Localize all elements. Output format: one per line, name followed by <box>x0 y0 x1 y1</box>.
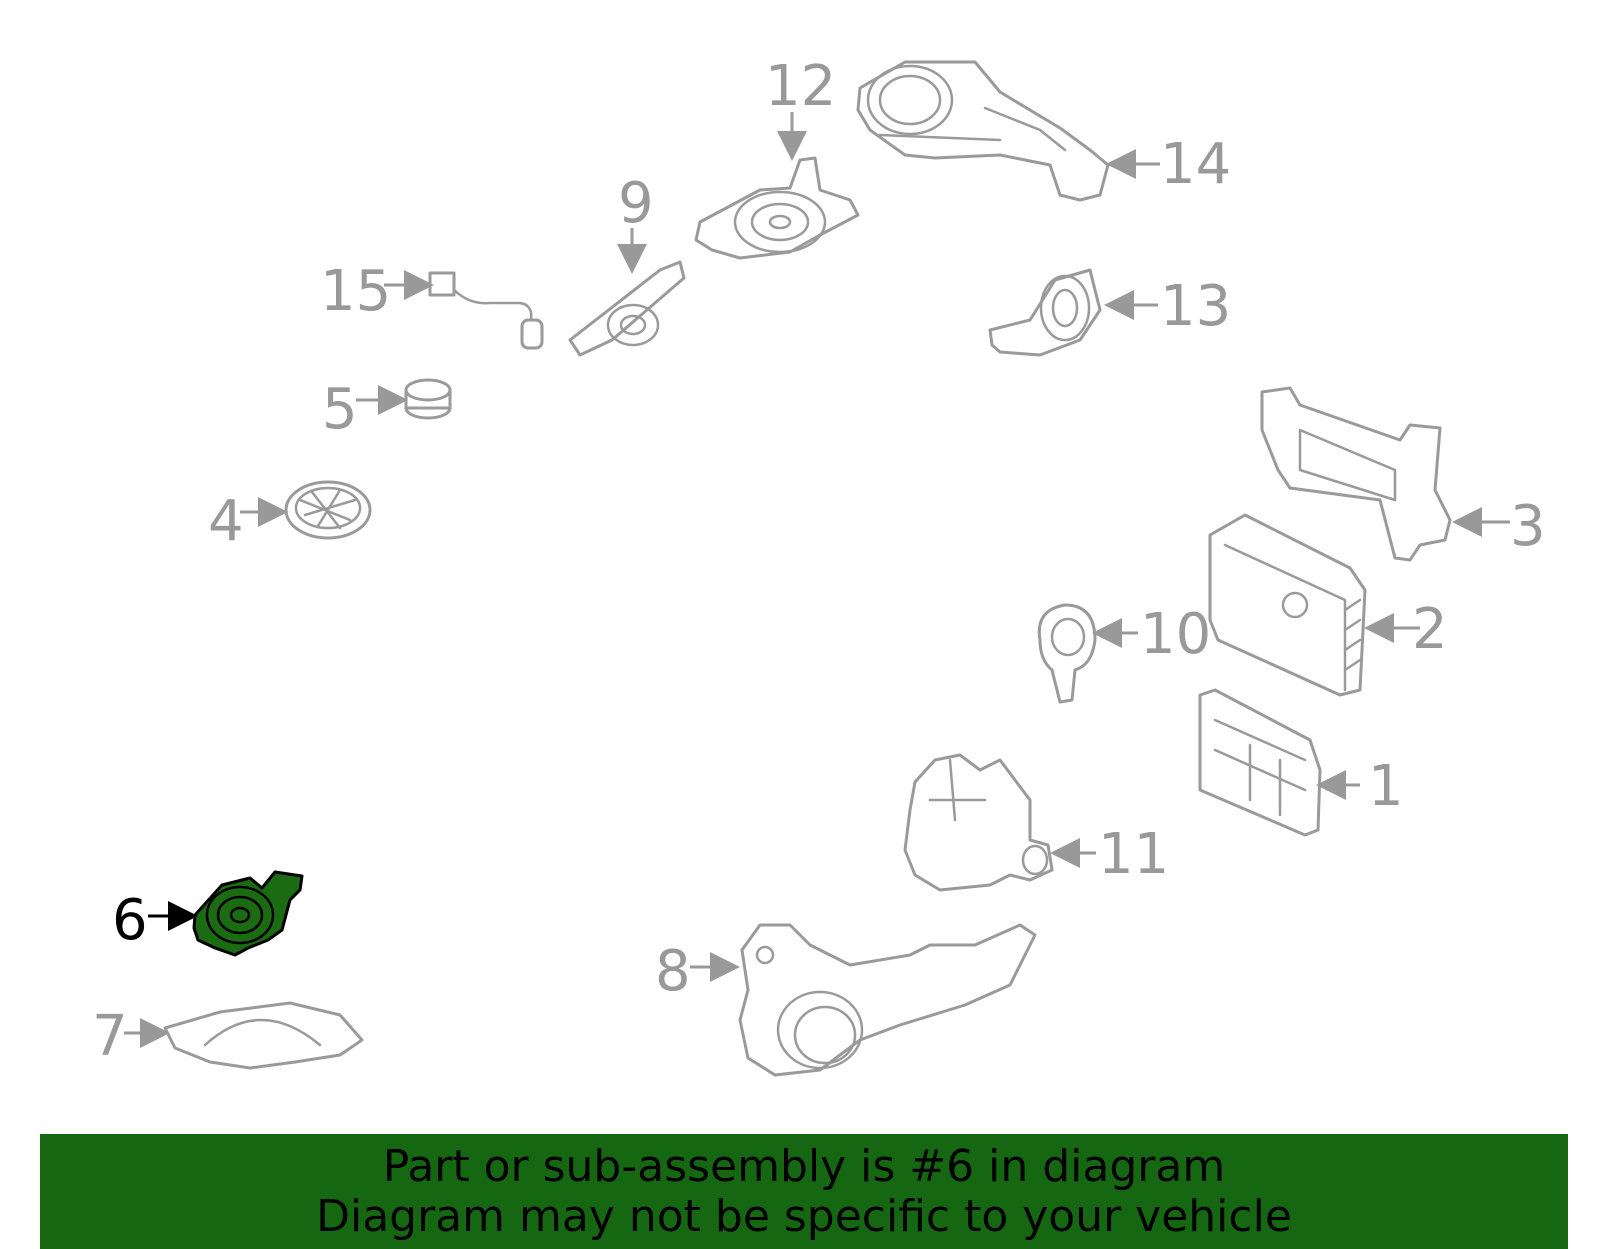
banner-line-disclaimer: Diagram may not be specific to your vehi… <box>316 1190 1292 1242</box>
callout-2[interactable]: 2 <box>1412 597 1448 662</box>
callout-13[interactable]: 13 <box>1160 274 1231 339</box>
info-banner: Part or sub-assembly is #6 in diagram Di… <box>40 1134 1568 1249</box>
part-10-sensor[interactable] <box>1037 603 1097 704</box>
part-4-speaker-grille[interactable] <box>284 480 372 540</box>
callout-6[interactable]: 6 <box>112 888 148 953</box>
part-5-ring[interactable] <box>404 378 452 420</box>
part-13-speaker[interactable] <box>988 268 1102 357</box>
callout-7[interactable]: 7 <box>92 1004 128 1069</box>
callout-9[interactable]: 9 <box>618 171 654 236</box>
part-12-subwoofer[interactable] <box>694 156 860 260</box>
part-8-speaker-housing[interactable] <box>738 923 1037 1077</box>
callout-8[interactable]: 8 <box>655 939 691 1004</box>
callout-5[interactable]: 5 <box>322 377 358 442</box>
callout-10[interactable]: 10 <box>1140 602 1211 667</box>
callout-4[interactable]: 4 <box>208 489 244 554</box>
callout-14[interactable]: 14 <box>1160 132 1231 197</box>
part-3-bracket[interactable] <box>1260 386 1452 562</box>
callout-1[interactable]: 1 <box>1368 754 1404 819</box>
part-2-control-module[interactable] <box>1208 513 1367 697</box>
callout-12[interactable]: 12 <box>765 54 836 119</box>
banner-line-part: Part or sub-assembly is #6 in diagram <box>382 1140 1226 1192</box>
part-15-wire-harness[interactable] <box>428 271 544 350</box>
callout-15[interactable]: 15 <box>320 259 391 324</box>
part-7-trim-cover[interactable] <box>163 1001 364 1070</box>
part-1-amplifier[interactable] <box>1198 688 1322 837</box>
callout-3[interactable]: 3 <box>1510 494 1546 559</box>
part-14-subwoofer-housing[interactable] <box>856 60 1110 202</box>
part-9-tweeter-bracket[interactable] <box>568 260 686 357</box>
part-6-speaker-highlighted[interactable] <box>192 870 304 957</box>
part-11-actuator[interactable] <box>903 753 1054 892</box>
callout-11[interactable]: 11 <box>1098 822 1169 887</box>
